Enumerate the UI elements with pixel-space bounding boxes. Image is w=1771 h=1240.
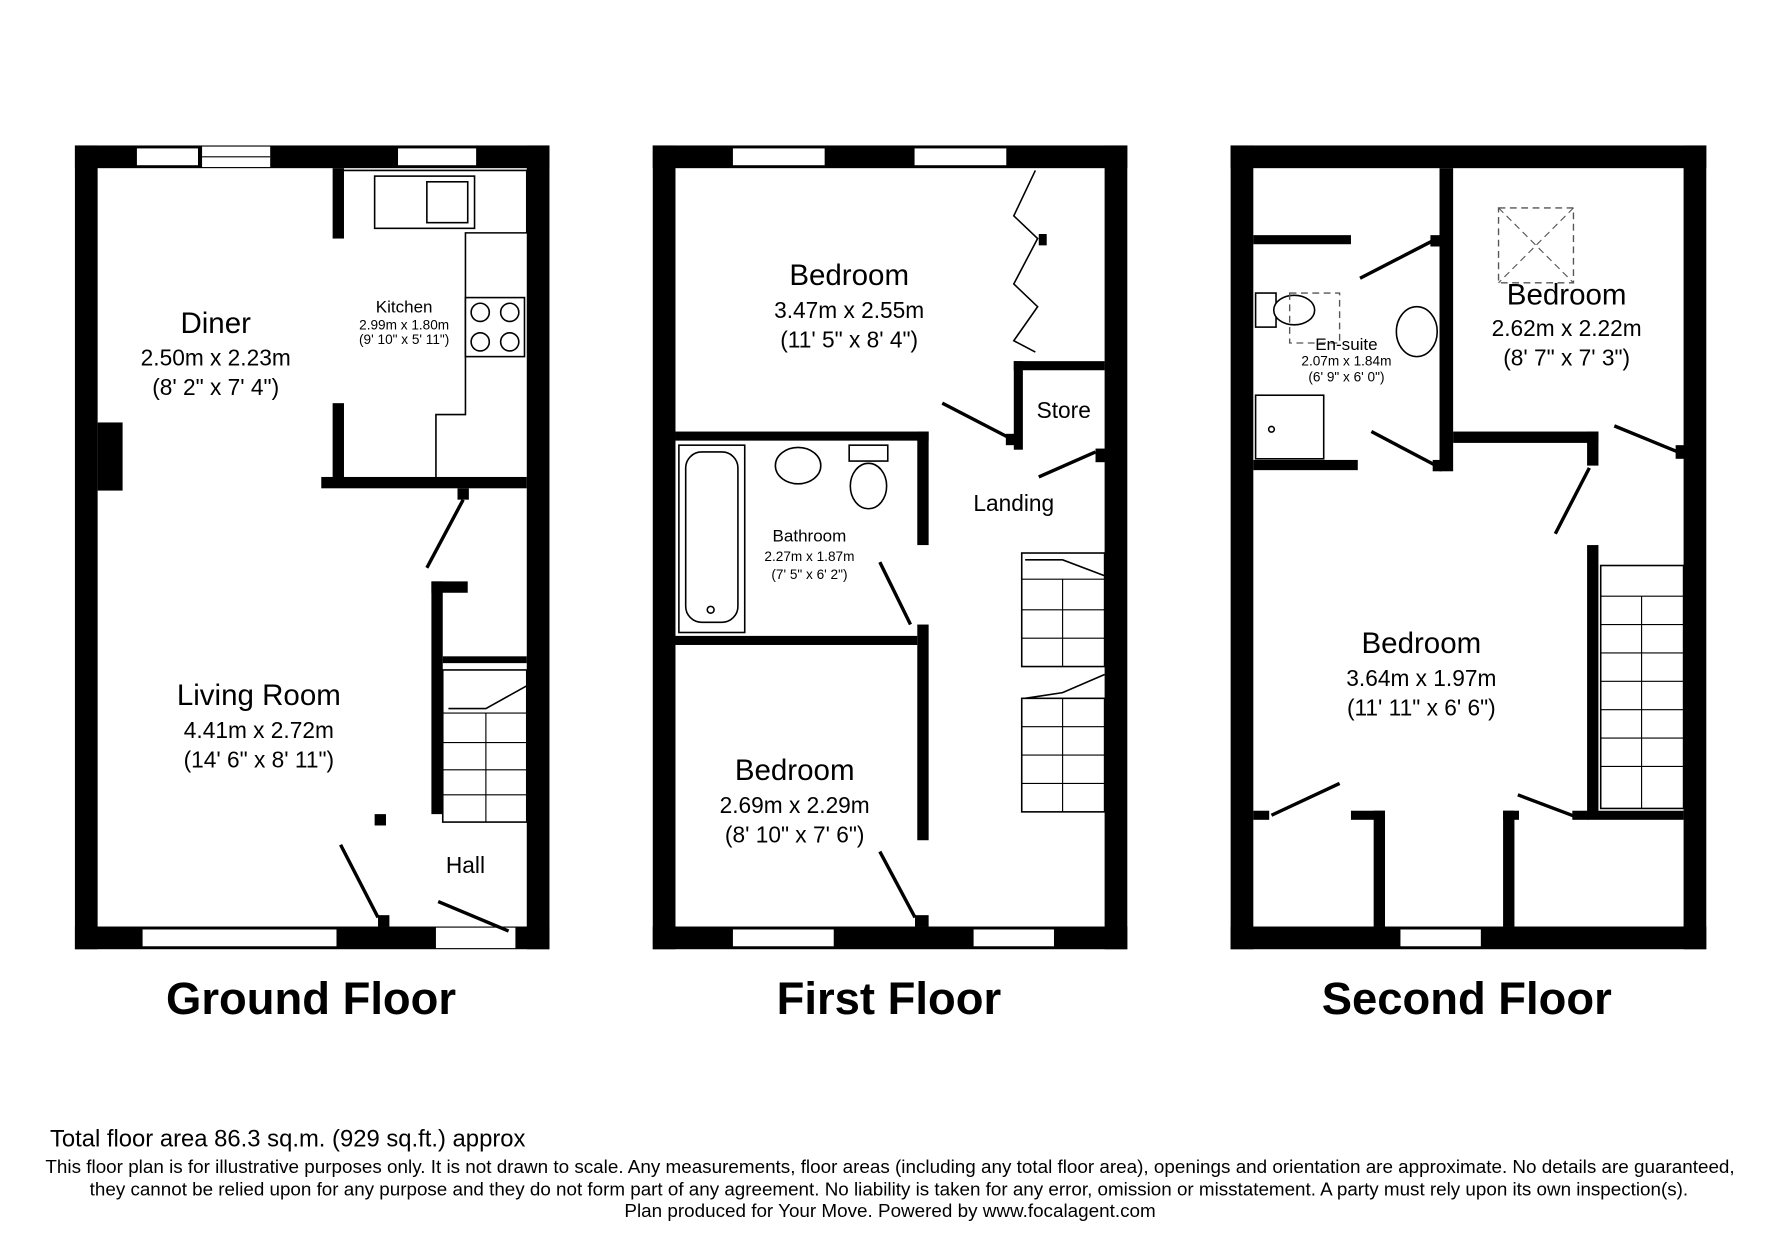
room-dimensions-metric: 4.41m x 2.72m (184, 717, 334, 743)
room-dimensions-metric: 3.64m x 1.97m (1346, 665, 1496, 691)
room-name: Store (1037, 397, 1091, 423)
window (731, 147, 827, 167)
kitchen-worktop (343, 169, 528, 477)
room-dimensions-imperial: (9' 10" x 5' 11") (359, 332, 449, 347)
floor-title: First Floor (777, 973, 1002, 1024)
floor-title: Second Floor (1322, 973, 1612, 1024)
window (396, 147, 478, 167)
room-dimensions-imperial: (11' 11" x 6' 6") (1347, 694, 1496, 720)
room-name: Landing (973, 490, 1054, 516)
first-floor-plan: Bedroom 3.47m x 2.55m (11' 5" x 8' 4") S… (652, 145, 1128, 1024)
room-name: Bedroom (735, 754, 855, 787)
ground-floor-plan: Diner 2.50m x 2.23m (8' 2" x 7' 4") Kitc… (74, 145, 550, 1024)
staircase (1599, 564, 1685, 810)
skylight (1288, 292, 1341, 344)
room-dimensions-imperial: (6' 9" x 6' 0") (1308, 370, 1384, 385)
disclaimer: This floor plan is for illustrative purp… (45, 1157, 1734, 1177)
room-dimensions-metric: 2.69m x 2.29m (720, 792, 870, 818)
window (913, 147, 1008, 167)
window (731, 928, 836, 948)
room-dimensions-imperial: (11' 5" x 8' 4") (780, 327, 918, 353)
skylight (1497, 207, 1575, 284)
room-dimensions-imperial: (8' 10" x 7' 6") (725, 822, 865, 848)
floor-title: Ground Floor (166, 973, 456, 1024)
room-name: Bedroom (789, 259, 909, 292)
window (1399, 928, 1483, 948)
basin-icon (774, 446, 822, 485)
toilet-icon (848, 444, 889, 462)
room-name: Living Room (177, 679, 341, 712)
shower-icon (1254, 394, 1325, 460)
second-floor-plan: Bedroom 2.62m x 2.22m (8' 7" x 7' 3") En… (1230, 145, 1707, 1024)
staircase (441, 669, 528, 823)
room-name: Hall (446, 852, 485, 878)
room-dimensions-imperial: (8' 2" x 7' 4") (152, 374, 279, 400)
room-name: En-suite (1315, 335, 1377, 354)
room-dimensions-imperial: (7' 5" x 6' 2") (771, 567, 847, 582)
room-name: Bedroom (1507, 278, 1627, 311)
staircase (1020, 552, 1106, 813)
room-name: Diner (180, 307, 251, 340)
room-name: Kitchen (376, 297, 433, 316)
disclaimer: they cannot be relied upon for any purpo… (90, 1180, 1688, 1200)
room-dimensions-metric: 3.47m x 2.55m (774, 297, 924, 323)
window (135, 147, 200, 167)
credit: Plan produced for Your Move. Powered by … (624, 1201, 1155, 1221)
total-floor-area: Total floor area 86.3 sq.m. (929 sq.ft.)… (50, 1126, 526, 1153)
window (141, 928, 338, 948)
chimney-breast (97, 422, 123, 491)
room-name: Bedroom (1361, 627, 1481, 660)
room-dimensions-metric: 2.99m x 1.80m (359, 317, 449, 332)
room-dimensions-metric: 2.07m x 1.84m (1301, 354, 1391, 369)
room-dimensions-imperial: (8' 7" x 7' 3") (1503, 345, 1630, 371)
basin-icon (1395, 305, 1439, 358)
window (972, 928, 1056, 948)
room-dimensions-imperial: (14' 6" x 8' 11") (184, 747, 334, 773)
wardrobe-doors (1012, 170, 1039, 353)
room-dimensions-metric: 2.27m x 1.87m (764, 549, 854, 564)
room-name: Bathroom (773, 527, 847, 546)
room-dimensions-metric: 2.50m x 2.23m (141, 345, 291, 371)
footer: Total floor area 86.3 sq.m. (929 sq.ft.)… (45, 1126, 1734, 1221)
room-dimensions-metric: 2.62m x 2.22m (1492, 315, 1642, 341)
